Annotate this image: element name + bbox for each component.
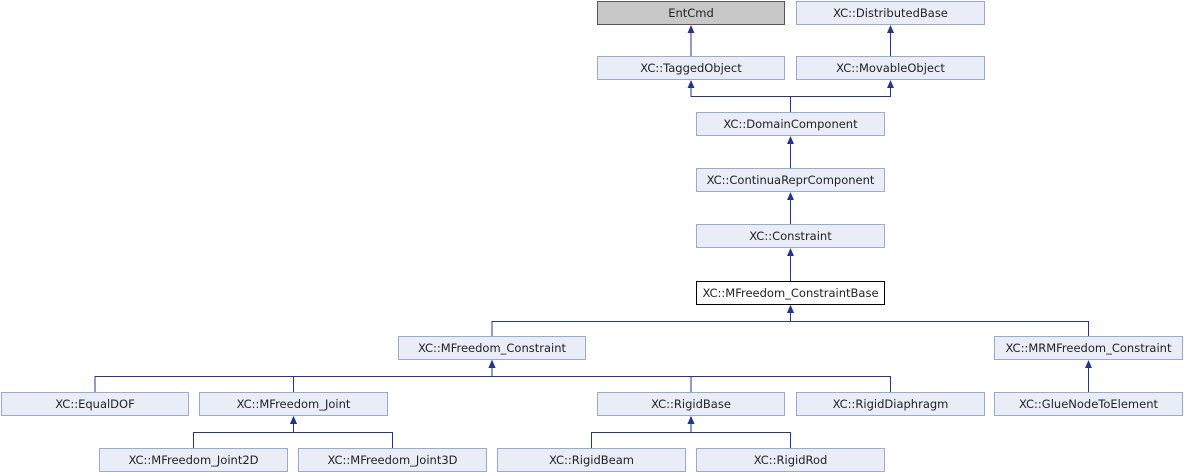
node-constraint[interactable]: XC::Constraint <box>696 224 885 248</box>
arrowhead-movable_object-to-distributed_base <box>887 25 894 33</box>
node-rigid-rod[interactable]: XC::RigidRod <box>696 448 885 472</box>
arrowhead-tagged_object-to-entcmd <box>687 25 695 33</box>
edge-mfreedom_joint2d-to-mfreedom_joint <box>193 422 294 448</box>
node-rigid-diaphragm[interactable]: XC::RigidDiaphragm <box>796 392 985 416</box>
arrowhead-rigid_rod-to-rigid_base <box>687 416 695 424</box>
node-rigid-beam[interactable]: XC::RigidBeam <box>497 448 686 472</box>
node-movable-object[interactable]: XC::MovableObject <box>796 56 985 80</box>
arrowhead-mrmfreedom_constraint-to-mfreedom_constraint_base <box>787 305 794 313</box>
arrowhead-mfreedom_constraint_base-to-constraint <box>787 248 794 256</box>
node-equal-dof[interactable]: XC::EqualDOF <box>1 392 189 416</box>
arrowhead-mfreedom_joint3d-to-mfreedom_joint <box>290 416 297 424</box>
node-mfreedom-joint[interactable]: XC::MFreedom_Joint <box>199 392 388 416</box>
arrowhead-constraint-to-continua_repr_component <box>787 192 794 200</box>
node-rigid-base[interactable]: XC::RigidBase <box>597 392 785 416</box>
edge-domain_component-to-movable_object <box>790 86 891 112</box>
node-glue-node-to-element[interactable]: XC::GlueNodeToElement <box>994 392 1183 416</box>
arrowhead-domain_component-to-movable_object <box>887 80 894 88</box>
edge-mrmfreedom_constraint-to-mfreedom_constraint_base <box>790 311 1089 336</box>
edge-domain_component-to-tagged_object <box>690 86 791 112</box>
edge-rigid_diaphragm-to-mfreedom_constraint <box>491 366 891 392</box>
node-entcmd: EntCmd <box>597 1 785 25</box>
node-domain-component[interactable]: XC::DomainComponent <box>696 112 885 136</box>
node-mfreedom-joint3d[interactable]: XC::MFreedom_Joint3D <box>298 448 487 472</box>
edge-rigid_beam-to-rigid_base <box>591 422 692 448</box>
node-mfreedom-joint2d[interactable]: XC::MFreedom_Joint2D <box>99 448 288 472</box>
node-mrmfreedom-constraint[interactable]: XC::MRMFreedom_Constraint <box>994 336 1183 360</box>
arrowhead-rigid_diaphragm-to-mfreedom_constraint <box>488 360 496 368</box>
node-mfreedom-constraint[interactable]: XC::MFreedom_Constraint <box>398 336 586 360</box>
edge-mfreedom_joint3d-to-mfreedom_joint <box>293 422 393 448</box>
node-continua-repr-component[interactable]: XC::ContinuaReprComponent <box>696 168 885 192</box>
edge-mfreedom_joint-to-mfreedom_constraint <box>293 366 493 392</box>
arrowhead-continua_repr_component-to-domain_component <box>787 136 794 144</box>
edge-mfreedom_constraint-to-mfreedom_constraint_base <box>491 311 791 336</box>
arrowhead-glue_node_to_element-to-mrmfreedom_constraint <box>1085 360 1092 368</box>
edge-rigid_rod-to-rigid_base <box>690 422 791 448</box>
node-tagged-object[interactable]: XC::TaggedObject <box>597 56 785 80</box>
node-distributed-base[interactable]: XC::DistributedBase <box>796 1 985 25</box>
edge-rigid_base-to-mfreedom_constraint <box>491 366 692 392</box>
arrowhead-domain_component-to-tagged_object <box>687 80 695 88</box>
node-mfreedom-constraint-base: XC::MFreedom_ConstraintBase <box>696 281 885 305</box>
